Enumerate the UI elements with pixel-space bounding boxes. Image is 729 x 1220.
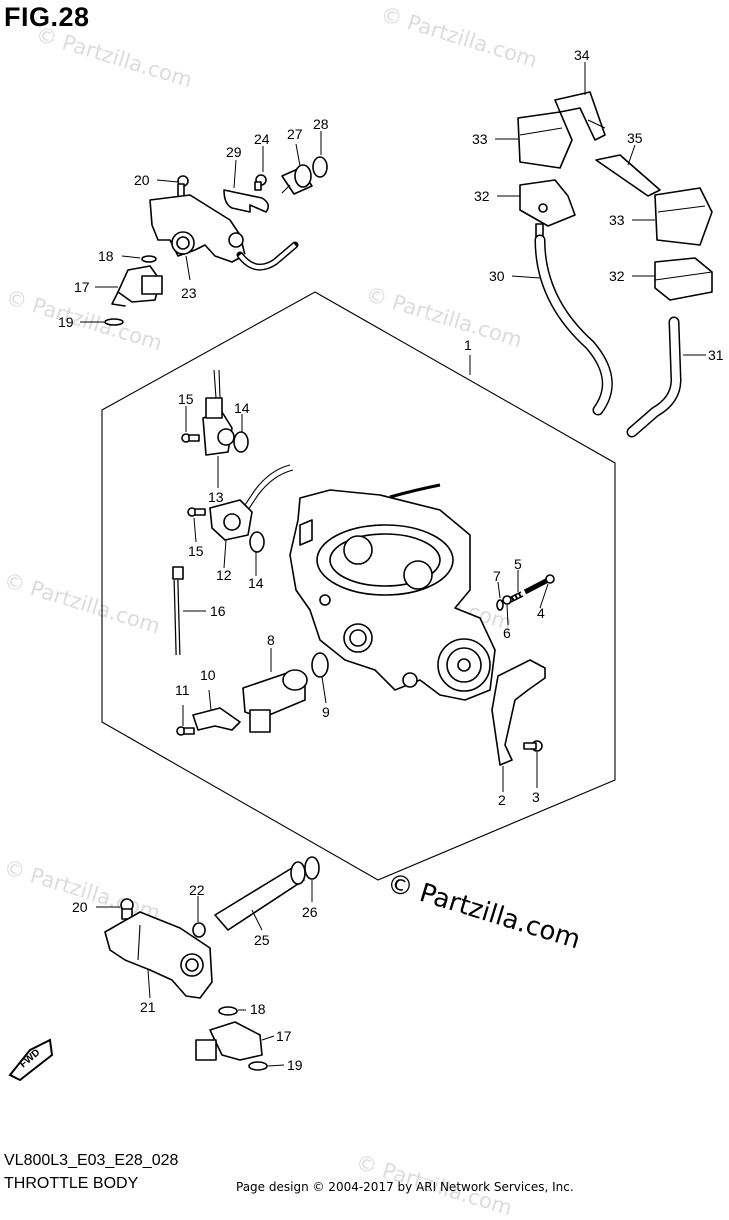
part-32-sensor-lower <box>654 257 713 301</box>
part-15-screw-upper <box>181 433 200 443</box>
part-24-screw <box>254 174 267 191</box>
callout-1: 1 <box>464 337 472 353</box>
model-code: VL800L3_E03_E28_028 <box>4 1152 179 1169</box>
part-22-o-ring <box>192 922 206 938</box>
callout-32-lower: 32 <box>609 268 625 284</box>
part-16-cable-tie <box>172 566 184 656</box>
part-19-o-ring <box>104 318 124 326</box>
callout-20-upper: 20 <box>134 172 150 188</box>
part-9-o-ring <box>311 652 329 678</box>
callout-26: 26 <box>302 904 318 920</box>
callout-33-upper: 33 <box>472 131 488 147</box>
part-19-o-ring-lower <box>248 1061 268 1071</box>
callout-18-upper: 18 <box>98 248 114 264</box>
part-35-bracket <box>595 154 661 197</box>
callout-4: 4 <box>537 605 545 621</box>
part-12-sensor-lower <box>209 464 294 541</box>
part-26-o-ring <box>304 856 320 880</box>
part-21-fuel-delivery-pipe <box>104 911 213 999</box>
callout-9: 9 <box>322 704 330 720</box>
callout-2: 2 <box>498 792 506 808</box>
part-15-screw-lower <box>187 507 206 517</box>
figure-title: FIG.28 <box>4 2 90 32</box>
part-5-spring <box>508 591 524 603</box>
part-18-o-ring-lower <box>218 1006 238 1016</box>
callout-11: 11 <box>175 682 190 698</box>
part-25-pipe <box>214 861 306 931</box>
part-8-tps-sensor <box>242 669 308 733</box>
part-10-bracket <box>192 707 241 731</box>
callout-25: 25 <box>254 932 270 948</box>
part-28-o-ring <box>312 156 328 178</box>
assembly-outline <box>101 291 616 881</box>
part-33-coupler-upper <box>517 111 573 169</box>
part-4-screw <box>523 574 555 595</box>
callout-7: 7 <box>493 568 501 584</box>
callout-3: 3 <box>532 789 540 805</box>
callout-17-upper: 17 <box>74 279 90 295</box>
part-30-hose <box>534 234 613 416</box>
part-11-screw <box>176 726 195 736</box>
callout-19-upper: 19 <box>58 314 74 330</box>
part-29-clamp <box>223 189 270 213</box>
part-27-pipe <box>281 164 313 195</box>
callout-10: 10 <box>200 667 216 683</box>
callout-14-upper: 14 <box>234 400 250 416</box>
part-31-hose <box>626 316 682 438</box>
callout-27: 27 <box>287 126 303 142</box>
part-18-o-ring <box>141 255 157 263</box>
fwd-arrow: FWD <box>8 1038 54 1082</box>
part-6-nut <box>502 595 512 605</box>
callout-29: 29 <box>226 144 242 160</box>
callout-17-lower: 17 <box>276 1028 292 1044</box>
part-13-sensor-upper <box>202 369 235 456</box>
callout-18-lower: 18 <box>250 1001 266 1017</box>
page-credit: Page design © 2004-2017 by ARI Network S… <box>236 1180 574 1194</box>
callout-34: 34 <box>574 47 590 63</box>
callout-8: 8 <box>267 632 275 648</box>
part-1-throttle-body <box>289 483 496 701</box>
callout-16: 16 <box>210 603 226 619</box>
part-2-bracket <box>491 659 546 766</box>
callout-35: 35 <box>627 130 643 146</box>
callout-28: 28 <box>313 116 329 132</box>
part-33-coupler-lower <box>654 187 713 246</box>
part-20-bolt-lower <box>120 898 134 920</box>
part-3-screw <box>523 740 543 752</box>
callout-30: 30 <box>489 268 505 284</box>
callout-24: 24 <box>254 131 270 147</box>
callout-23: 23 <box>181 285 197 301</box>
part-7-washer <box>496 599 504 611</box>
callout-22: 22 <box>189 882 205 898</box>
callout-20-lower: 20 <box>72 899 88 915</box>
callout-32-upper: 32 <box>474 188 490 204</box>
callout-15-upper: 15 <box>178 391 194 407</box>
part-17-fuel-injector-lower <box>195 1021 263 1061</box>
part-32-sensor-upper <box>519 179 576 239</box>
callout-31: 31 <box>708 347 724 363</box>
part-17-fuel-injector <box>111 265 163 307</box>
callout-14-lower: 14 <box>248 575 264 591</box>
callout-15-lower: 15 <box>188 543 204 559</box>
part-14-o-ring-upper <box>233 431 249 453</box>
callout-33-lower: 33 <box>609 212 625 228</box>
callout-5: 5 <box>514 556 522 572</box>
part-14-o-ring-lower <box>249 531 265 553</box>
callout-13: 13 <box>208 489 224 505</box>
assembly-name: THROTTLE BODY <box>4 1175 139 1192</box>
callout-6: 6 <box>503 625 511 641</box>
callout-19-lower: 19 <box>287 1057 303 1073</box>
callout-21: 21 <box>140 999 156 1015</box>
callout-12: 12 <box>216 567 232 583</box>
part-23-fuel-delivery-pipe <box>149 194 299 271</box>
